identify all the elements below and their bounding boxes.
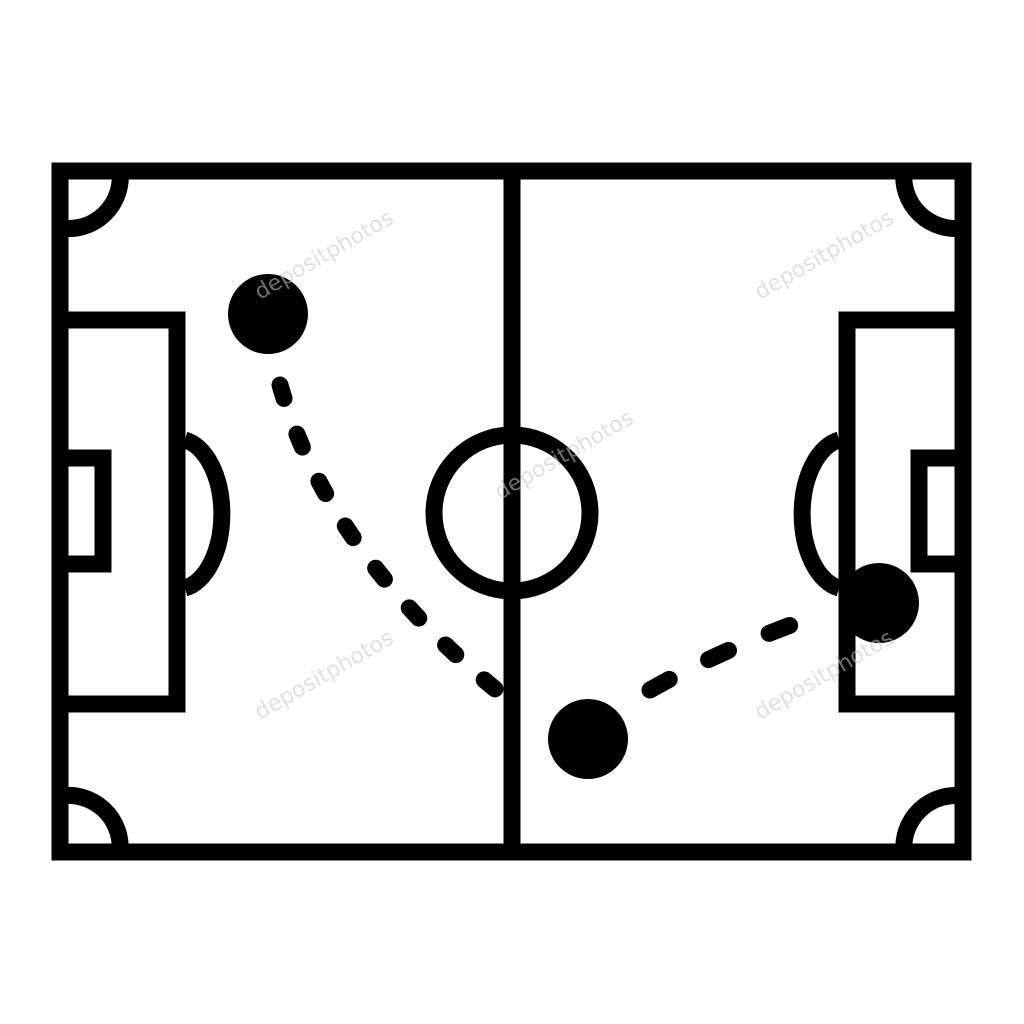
center-circle: [425, 426, 599, 600]
player-3-marker: [839, 563, 919, 643]
left-penalty-area: [51, 311, 186, 713]
left-goal-area: [51, 449, 112, 573]
left-penalty-arc: [182, 431, 231, 597]
watermark-text-3: depositphotos: [251, 626, 399, 726]
corner-arc-bottom-right: [895, 787, 965, 853]
watermark-text-4: depositphotos: [751, 206, 899, 306]
corner-arc-top-left: [58, 170, 129, 238]
corner-arc-bottom-left: [58, 786, 129, 853]
pass-line-2: [641, 609, 819, 699]
right-penalty-arc: [793, 431, 842, 597]
right-goal-area: [910, 449, 972, 573]
corner-arc-top-right: [895, 170, 965, 237]
watermark-text-1: depositphotos: [251, 206, 399, 306]
player-1-marker: [228, 274, 308, 354]
pass-line-1: [271, 376, 524, 714]
player-2-marker: [548, 699, 628, 779]
